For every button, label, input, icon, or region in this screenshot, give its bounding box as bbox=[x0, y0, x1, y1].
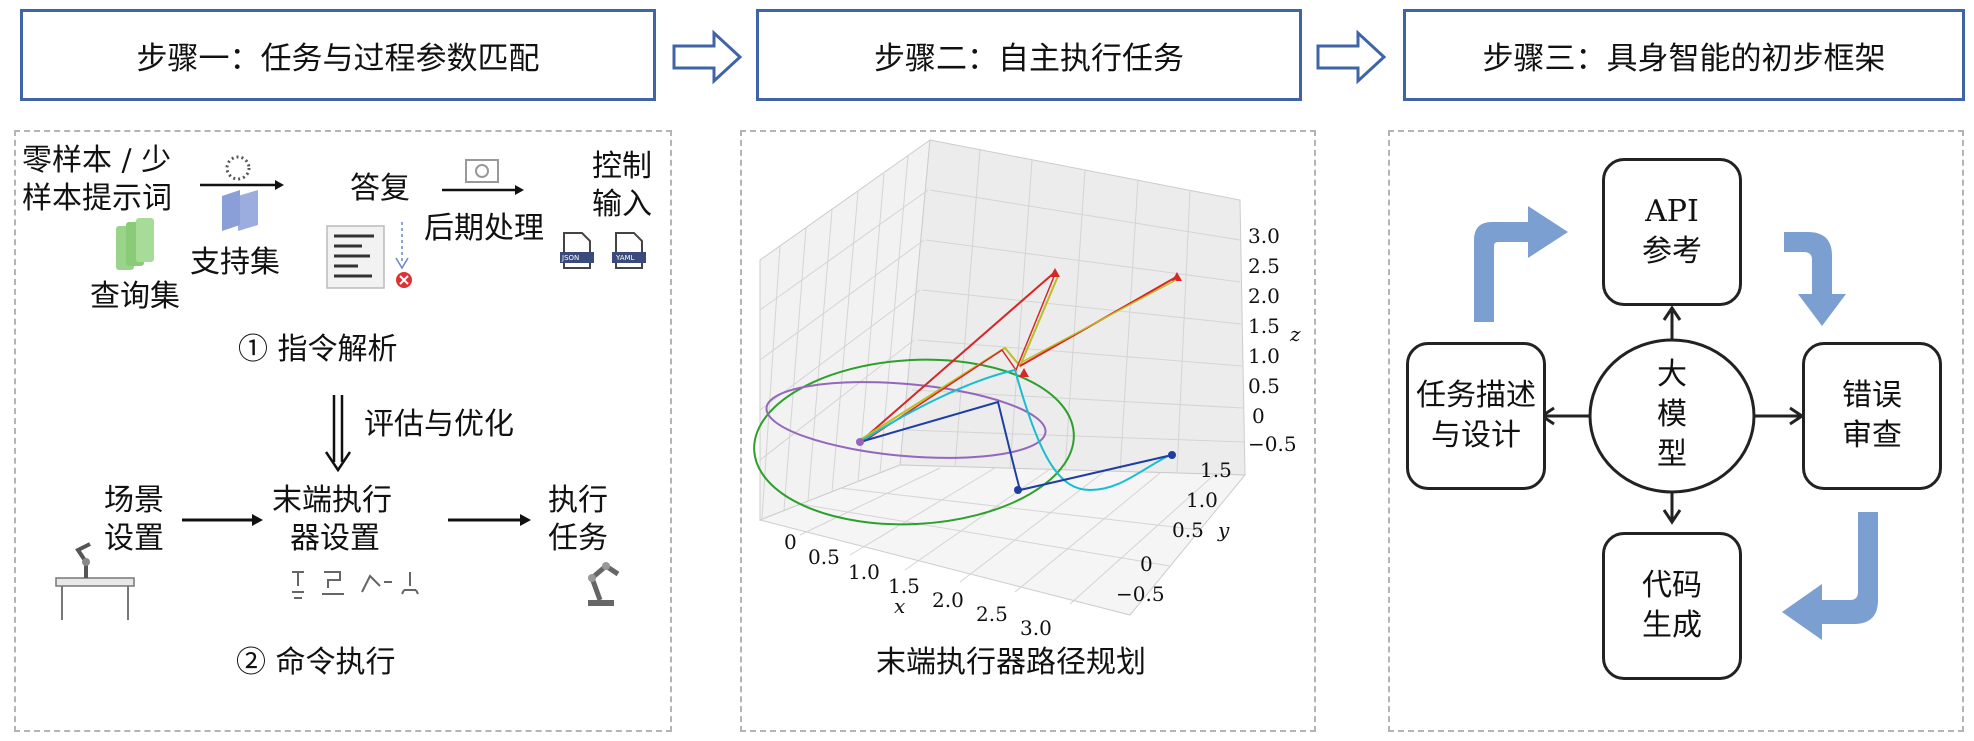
y-axis-label: y bbox=[1218, 518, 1230, 542]
end-effector-icons bbox=[292, 571, 419, 599]
error-icon bbox=[396, 272, 412, 288]
olive-path bbox=[859, 275, 1059, 441]
path-plot-caption: 末端执行器路径规划 bbox=[876, 645, 1146, 680]
x-tick-0: 0 bbox=[784, 530, 797, 554]
y-tick-0: 0 bbox=[1140, 552, 1153, 576]
step2-box: 步骤二：自主执行任务 bbox=[756, 9, 1302, 101]
effector-label-line2: 器设置 bbox=[290, 521, 380, 556]
gear-icon bbox=[465, 159, 499, 183]
x-tick-1: 1.0 bbox=[848, 560, 880, 584]
scene-label-line1: 场景 bbox=[104, 483, 164, 518]
z-axis-label: z bbox=[1290, 322, 1301, 346]
panel-step1 bbox=[14, 130, 672, 732]
step1-box: 步骤一：任务与过程参数匹配 bbox=[20, 9, 656, 101]
step-arrow-1 bbox=[672, 29, 743, 85]
x-tick-0-5: 0.5 bbox=[808, 545, 840, 569]
instruction-parse-label: ① 指令解析 bbox=[238, 332, 398, 367]
control-label-line1: 控制 bbox=[592, 149, 652, 184]
z-tick-0-5: 0.5 bbox=[1248, 374, 1280, 398]
center-ellipse bbox=[1588, 338, 1756, 494]
path-plot bbox=[753, 138, 1247, 616]
code-line2: 生成 bbox=[1642, 608, 1702, 643]
center-line2: 模 bbox=[1657, 397, 1687, 432]
step3-title: 步骤三：具身智能的初步框架 bbox=[1482, 40, 1886, 77]
effector-label-line1: 末端执行 bbox=[272, 483, 392, 518]
api-line2: 参考 bbox=[1642, 234, 1702, 269]
control-label-line2: 输入 bbox=[592, 187, 652, 222]
yaml-tag: YAML bbox=[616, 254, 635, 262]
scene-label-line2: 设置 bbox=[104, 521, 164, 556]
exec-label-line1: 执行 bbox=[548, 483, 608, 518]
green-ellipse bbox=[753, 358, 1075, 526]
red-path-2 bbox=[859, 273, 1056, 445]
loading-circle-icon bbox=[225, 155, 251, 181]
panel-step3 bbox=[1388, 130, 1964, 732]
x-tick-2: 2.0 bbox=[932, 588, 964, 612]
center-line3: 型 bbox=[1657, 437, 1687, 472]
query-set-label: 查询集 bbox=[90, 279, 180, 314]
answer-label: 答复 bbox=[350, 171, 410, 206]
center-line1: 大 bbox=[1657, 357, 1687, 392]
y-tick-1: 1.0 bbox=[1186, 488, 1218, 512]
json-tag: JSON bbox=[562, 254, 580, 262]
robot-arm-icon bbox=[588, 562, 620, 606]
z-tick-1-5: 1.5 bbox=[1248, 314, 1280, 338]
code-line1: 代码 bbox=[1642, 568, 1702, 603]
api-line1: API bbox=[1645, 194, 1699, 229]
command-exec-label: ② 命令执行 bbox=[236, 645, 396, 680]
exec-label-line2: 任务 bbox=[548, 521, 608, 556]
error-review-node: 错误审查 bbox=[1802, 342, 1942, 490]
z-tick-2-5: 2.5 bbox=[1248, 254, 1280, 278]
error-line2: 审查 bbox=[1842, 418, 1902, 453]
code-gen-node: 代码生成 bbox=[1602, 532, 1742, 680]
prompt-label-line2: 样本提示词 bbox=[22, 181, 172, 216]
z-tick-1: 1.0 bbox=[1248, 344, 1280, 368]
x-tick-1-5: 1.5 bbox=[888, 574, 920, 598]
y-tick-neg0-5: −0.5 bbox=[1116, 582, 1165, 606]
prompt-label-line1: 零样本 / 少 bbox=[22, 143, 172, 178]
task-design-node: 任务描述与设计 bbox=[1406, 342, 1546, 490]
task-line1: 任务描述 bbox=[1416, 378, 1536, 413]
yaml-file-icon bbox=[612, 232, 646, 269]
document-icon bbox=[326, 225, 385, 289]
robot-table-icon bbox=[55, 542, 135, 620]
cyan-path bbox=[859, 368, 1171, 492]
framework-graphics bbox=[1474, 206, 1878, 640]
y-tick-0-5: 0.5 bbox=[1172, 518, 1204, 542]
step-arrow-2 bbox=[1316, 29, 1387, 85]
step2-title: 步骤二：自主执行任务 bbox=[874, 40, 1184, 77]
post-process-label: 后期处理 bbox=[424, 211, 544, 246]
x-axis-label: x bbox=[894, 594, 906, 618]
y-tick-1-5: 1.5 bbox=[1200, 458, 1232, 482]
step1-title: 步骤一：任务与过程参数匹配 bbox=[136, 40, 540, 77]
panel-step2 bbox=[740, 130, 1316, 732]
api-reference-node: API 参考 bbox=[1602, 158, 1742, 306]
task-line2: 与设计 bbox=[1431, 418, 1521, 453]
z-tick-neg0-5: −0.5 bbox=[1248, 432, 1297, 456]
support-set-icon bbox=[222, 190, 258, 231]
error-line1: 错误 bbox=[1842, 378, 1902, 413]
support-set-label: 支持集 bbox=[190, 245, 280, 280]
evaluate-optimize-label: 评估与优化 bbox=[364, 407, 514, 442]
z-tick-2: 2.0 bbox=[1248, 284, 1280, 308]
red-path bbox=[859, 271, 1056, 443]
x-tick-2-5: 2.5 bbox=[976, 602, 1008, 626]
z-tick-3: 3.0 bbox=[1248, 224, 1280, 248]
z-tick-0: 0 bbox=[1252, 404, 1265, 428]
x-tick-3: 3.0 bbox=[1020, 616, 1052, 640]
panel1-graphics bbox=[55, 155, 646, 620]
purple-ellipse bbox=[765, 381, 1047, 459]
json-file-icon bbox=[560, 232, 594, 269]
query-set-icon bbox=[116, 218, 154, 270]
step3-box: 步骤三：具身智能的初步框架 bbox=[1403, 9, 1965, 101]
